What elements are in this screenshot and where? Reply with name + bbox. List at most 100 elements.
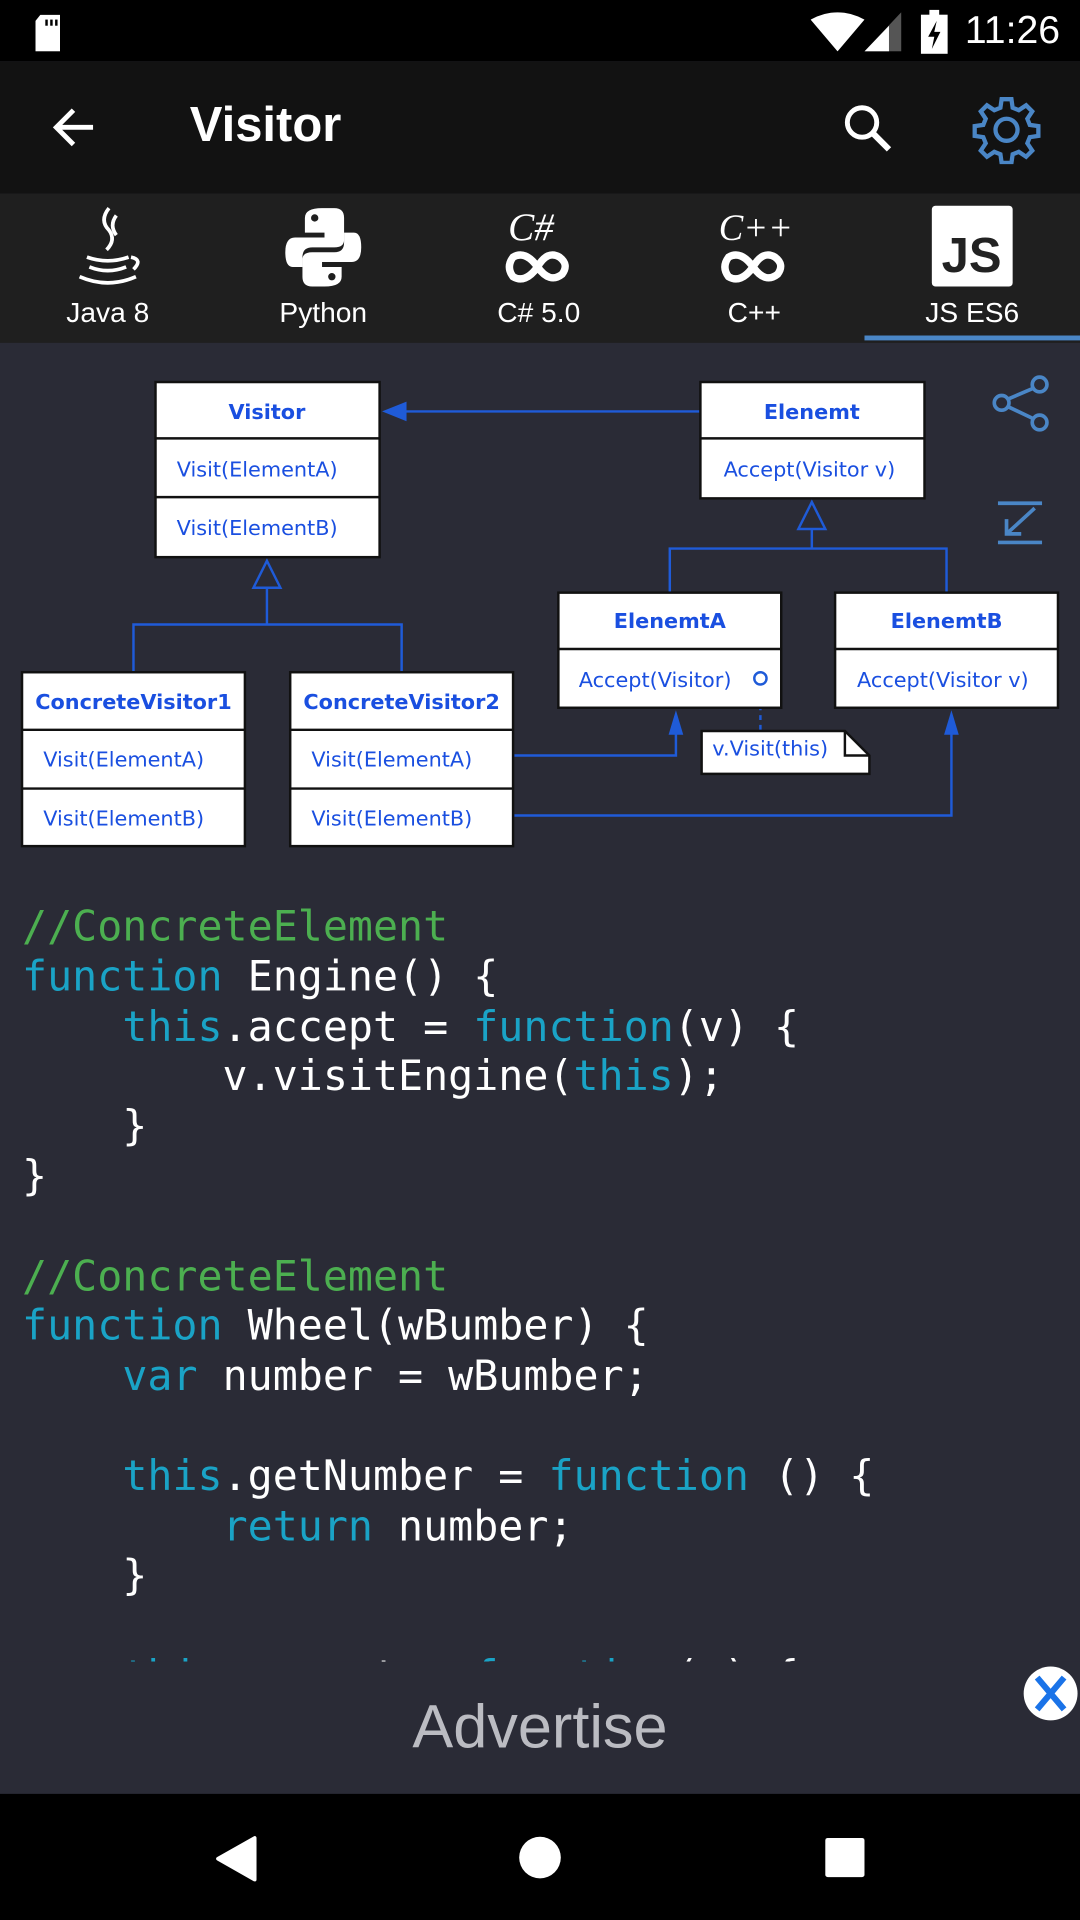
uml-class-title: ConcreteVisitor1 bbox=[35, 690, 231, 714]
code-text: .accept = bbox=[222, 1002, 474, 1052]
code-line: //ConcreteElement bbox=[22, 1252, 1080, 1302]
code-text bbox=[22, 1452, 122, 1501]
status-bar: 11:26 bbox=[0, 0, 1080, 62]
code-keyword: this bbox=[122, 1002, 223, 1052]
svg-text:C++: C++ bbox=[719, 207, 793, 248]
recents-square-icon[interactable] bbox=[823, 1836, 867, 1880]
uml-method: Visit(ElementA) bbox=[311, 748, 472, 772]
code-text: number = wBumber; bbox=[197, 1352, 649, 1402]
ad-label: Advertise bbox=[412, 1692, 668, 1761]
code-text: .accept = bbox=[223, 1652, 474, 1662]
tab-csharp[interactable]: C# C# 5.0 bbox=[431, 193, 647, 342]
sd-card-icon bbox=[35, 14, 61, 52]
collapse-icon[interactable] bbox=[997, 501, 1043, 545]
code-keyword: this bbox=[122, 1652, 222, 1662]
tab-java[interactable]: Java 8 bbox=[0, 193, 216, 342]
close-icon[interactable] bbox=[1022, 1665, 1078, 1721]
code-text: v.visitEngine( bbox=[22, 1052, 574, 1102]
code-line bbox=[22, 1402, 1080, 1452]
code-keyword: function bbox=[473, 1652, 674, 1662]
code-line: v.visitEngine(this); bbox=[22, 1052, 1080, 1102]
tab-label: Java 8 bbox=[66, 296, 150, 329]
uml-method: Visit(ElementB) bbox=[311, 806, 472, 830]
code-line: this.accept = function(v) { bbox=[22, 1652, 1080, 1662]
toolbar: Visitor bbox=[0, 61, 1080, 194]
code-keyword: return bbox=[222, 1501, 373, 1551]
uml-method: Visit(ElementB) bbox=[177, 516, 338, 540]
navigation-bar bbox=[0, 1793, 1080, 1920]
code-line: this.accept = function(v) { bbox=[22, 1002, 1080, 1052]
code-text: Engine() { bbox=[222, 952, 499, 1002]
uml-diagram: Visitor Visit(ElementA) Visit(ElementB) … bbox=[20, 375, 1060, 848]
code-line: //ConcreteElement bbox=[22, 902, 1080, 952]
tab-label: C++ bbox=[727, 296, 781, 329]
code-line: function Engine() { bbox=[22, 952, 1080, 1002]
uml-method: Visit(ElementA) bbox=[177, 457, 338, 481]
tab-js[interactable]: JS JS ES6 bbox=[864, 193, 1080, 342]
ad-banner[interactable]: Advertise bbox=[0, 1661, 1080, 1794]
code-text bbox=[22, 1002, 122, 1051]
code-text: () { bbox=[748, 1451, 875, 1501]
code-line: var number = wBumber; bbox=[22, 1352, 1080, 1402]
code-line bbox=[22, 1602, 1080, 1652]
code-text: (v) { bbox=[673, 1002, 800, 1052]
home-circle-icon[interactable] bbox=[517, 1834, 564, 1881]
uml-note: v.Visit(this) bbox=[712, 737, 828, 761]
csharp-icon: C# bbox=[505, 206, 569, 283]
signal-icon bbox=[864, 12, 902, 52]
tab-label: C# 5.0 bbox=[497, 296, 581, 329]
code-line: return number; bbox=[22, 1502, 1080, 1552]
code-text: Wheel(wBumber) { bbox=[222, 1302, 649, 1352]
cpp-icon: C++ bbox=[719, 207, 793, 283]
code-keyword: var bbox=[122, 1352, 198, 1402]
uml-method: Accept(Visitor v) bbox=[724, 457, 896, 481]
tab-python[interactable]: Python bbox=[216, 193, 432, 342]
code-text bbox=[22, 1502, 223, 1551]
clock: 11:26 bbox=[964, 7, 1061, 52]
code-line: } bbox=[22, 1552, 1080, 1602]
uml-class-title: ConcreteVisitor2 bbox=[303, 690, 499, 714]
code-line bbox=[22, 1202, 1080, 1252]
uml-method: Accept(Visitor v) bbox=[857, 668, 1029, 692]
tab-label: Python bbox=[279, 296, 368, 329]
code-line: } bbox=[22, 1152, 1080, 1202]
arrow-left-icon[interactable] bbox=[49, 105, 98, 149]
code-text: } bbox=[22, 1551, 148, 1601]
code-keyword: function bbox=[548, 1451, 749, 1501]
uml-class-title: ElenemtB bbox=[891, 609, 1003, 633]
wifi-icon bbox=[810, 12, 865, 52]
code-keyword: this bbox=[573, 1052, 674, 1102]
python-icon bbox=[285, 208, 362, 287]
share-icon[interactable] bbox=[992, 375, 1049, 432]
code-text bbox=[22, 1352, 122, 1401]
code-text: } bbox=[22, 1102, 148, 1152]
language-tabs: Java 8 Python C# C# 5.0 C++ C++ JS JS ES… bbox=[0, 193, 1080, 343]
code-text: } bbox=[22, 1152, 48, 1202]
code-text bbox=[22, 1652, 122, 1662]
gear-icon[interactable] bbox=[972, 96, 1041, 165]
java-icon bbox=[78, 207, 140, 285]
search-icon[interactable] bbox=[842, 103, 893, 154]
code-text: (v) { bbox=[674, 1652, 799, 1662]
code-keyword: this bbox=[122, 1451, 223, 1501]
code-text: .getNumber = bbox=[222, 1451, 549, 1501]
svg-text:JS: JS bbox=[942, 229, 1002, 283]
code-text: number; bbox=[372, 1501, 574, 1551]
uml-method: Visit(ElementA) bbox=[43, 748, 204, 772]
uml-class-title: ElenemtA bbox=[614, 609, 726, 633]
uml-class-title: Elenemt bbox=[764, 400, 860, 424]
uml-method: Visit(ElementB) bbox=[43, 806, 204, 830]
uml-method: Accept(Visitor) bbox=[579, 668, 732, 692]
code-keyword: function bbox=[22, 952, 223, 1002]
battery-charging-icon bbox=[920, 9, 948, 54]
tab-cpp[interactable]: C++ C++ bbox=[647, 193, 863, 342]
svg-text:C#: C# bbox=[508, 206, 555, 249]
code-line: } bbox=[22, 1102, 1080, 1152]
code-keyword: function bbox=[22, 1302, 223, 1352]
page-title: Visitor bbox=[189, 97, 342, 152]
code-text: ); bbox=[673, 1052, 724, 1102]
back-triangle-icon[interactable] bbox=[216, 1836, 258, 1883]
tab-label: JS ES6 bbox=[925, 296, 1020, 329]
code-line: this.getNumber = function () { bbox=[22, 1452, 1080, 1502]
